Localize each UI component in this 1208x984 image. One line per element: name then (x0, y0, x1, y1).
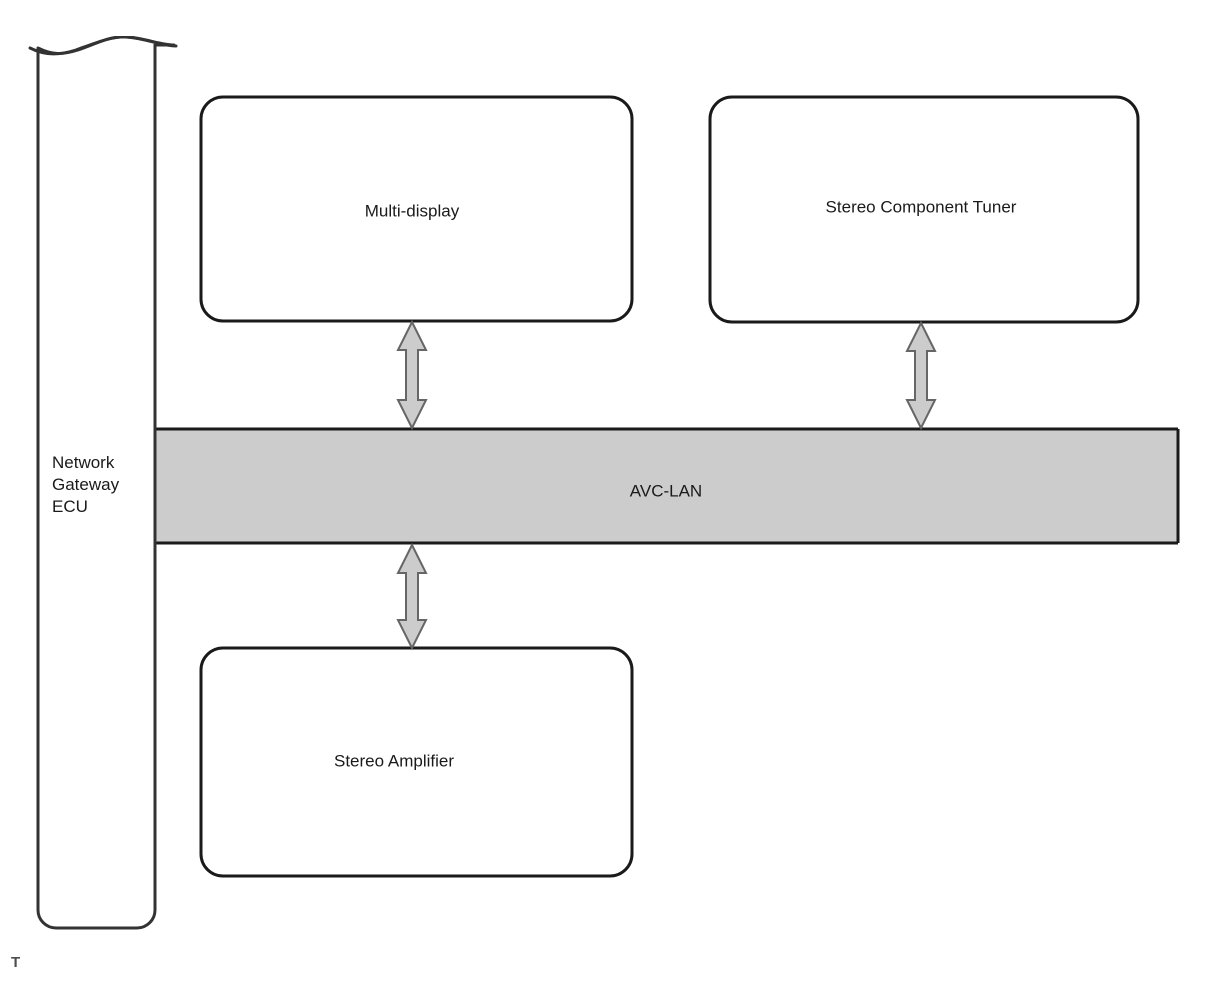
network-gateway-ecu-node[interactable]: Network Gateway ECU (28, 0, 178, 930)
multi-display-node[interactable]: Multi-display (199, 95, 634, 323)
connector-multi-display-to-bus[interactable] (396, 319, 428, 431)
double-arrow-icon (396, 542, 428, 651)
network-gateway-ecu-label-line3: ECU (52, 497, 88, 516)
footer-corner-mark: T (11, 954, 20, 971)
avc-lan-bus-label: AVC-LAN (630, 481, 702, 500)
avc-lan-bus[interactable]: AVC-LAN (155, 427, 1180, 545)
multi-display-label: Multi-display (365, 201, 460, 220)
stereo-component-tuner-box (708, 95, 1140, 324)
stereo-amplifier-node[interactable]: Stereo Amplifier (199, 646, 634, 878)
multi-display-box (199, 95, 634, 323)
stereo-amplifier-box (199, 646, 634, 878)
stereo-amplifier-label: Stereo Amplifier (334, 751, 454, 770)
network-gateway-ecu-label-line2: Gateway (52, 475, 120, 494)
network-gateway-ecu-top-mask (40, 0, 153, 36)
stereo-component-tuner-label: Stereo Component Tuner (826, 197, 1017, 216)
connector-bus-to-stereo-amplifier[interactable] (396, 542, 428, 651)
connector-stereo-tuner-to-bus[interactable] (905, 320, 937, 431)
stereo-component-tuner-node[interactable]: Stereo Component Tuner (708, 95, 1140, 324)
network-gateway-ecu-label-line1: Network (52, 453, 115, 472)
double-arrow-icon (905, 320, 937, 431)
avc-lan-bus-fill (155, 429, 1178, 543)
network-gateway-ecu-torn-edge (28, 35, 178, 56)
double-arrow-icon (396, 319, 428, 431)
